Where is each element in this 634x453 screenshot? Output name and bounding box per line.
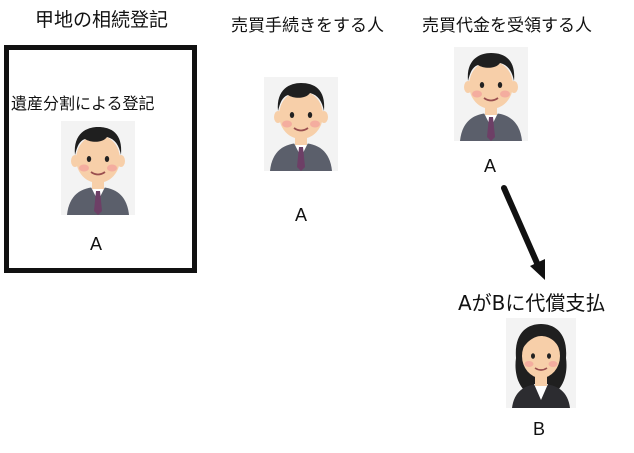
businessman-icon <box>454 47 528 141</box>
businesswoman-icon <box>506 318 576 408</box>
businessman-icon <box>61 121 135 215</box>
sale-procedure-person-label: A <box>294 205 307 225</box>
heading-inheritance-registration: 甲地の相続登記 <box>35 9 169 31</box>
recipient-person-label: B <box>532 419 545 439</box>
inheritance-registration-frame <box>4 45 197 273</box>
frame-person-label: A <box>89 234 102 254</box>
heading-sale-procedure-person: 売買手続きをする人 <box>231 16 384 36</box>
heading-compensation-payment: AがBに代償支払 <box>458 291 606 315</box>
heading-sale-proceeds-recipient: 売買代金を受領する人 <box>422 16 592 36</box>
sale-proceeds-person-label: A <box>483 156 496 176</box>
frame-caption: 遺産分割による登記 <box>11 94 155 113</box>
businessman-icon <box>264 77 338 171</box>
